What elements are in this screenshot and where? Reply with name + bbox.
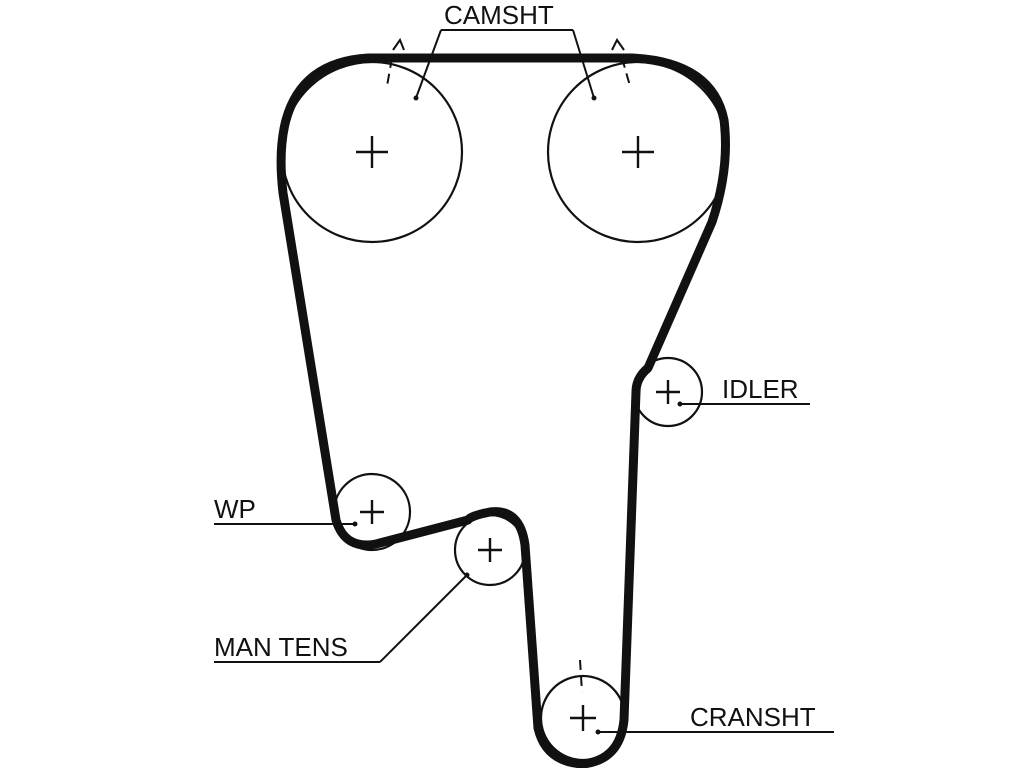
water-pump-leader bbox=[214, 521, 358, 527]
right-cam-timing-mark bbox=[611, 38, 631, 87]
manual-tensioner-leader bbox=[214, 572, 470, 663]
timing-belt bbox=[276, 53, 730, 768]
water-pump-label: WP bbox=[214, 494, 256, 524]
idler-label: IDLER bbox=[722, 374, 799, 404]
camshaft-label: CAMSHT bbox=[444, 0, 554, 30]
left-cam-timing-mark bbox=[386, 37, 405, 87]
left-camshaft-pulley bbox=[280, 60, 464, 244]
crankshaft-timing-mark bbox=[579, 659, 583, 693]
right-camshaft-pulley bbox=[546, 60, 730, 244]
camshaft-leader bbox=[413, 29, 597, 101]
idler-leader bbox=[677, 401, 810, 407]
manual-tensioner-label: MAN TENS bbox=[214, 632, 348, 662]
crankshaft-label: CRANSHT bbox=[690, 702, 816, 732]
crankshaft-leader bbox=[595, 729, 834, 735]
